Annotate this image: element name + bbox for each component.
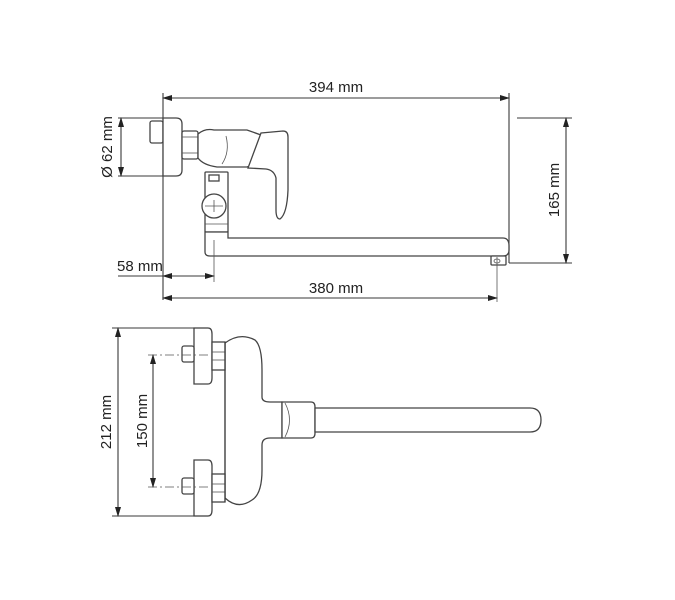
nut-lower [211,473,226,503]
diverter-cap [208,174,220,182]
side-view: 394 mm Ø 62 mm 58 mm 380 mm 165 mm [99,79,572,302]
flange-lower [193,459,213,517]
wall-connector-stub [149,120,164,144]
dim-165-label: 165 mm [546,163,563,217]
inlet-stub-upper [181,345,195,363]
hex-nut [181,130,199,160]
nut-upper [211,341,226,371]
top-view: 212 mm 150 mm [98,327,542,517]
wall-flange [162,117,183,177]
dim-58-label: 58 mm [117,258,163,275]
spout-collar [281,401,316,439]
aerator [490,255,507,266]
spout-side [204,231,510,257]
lever-handle [247,130,289,220]
inlet-stub-lower [181,477,195,495]
dim-394-label: 394 mm [309,79,363,96]
dim-62-label: Ø 62 mm [99,116,116,178]
body-top [224,336,283,506]
spout-top [314,407,542,433]
dim-380-label: 380 mm [309,280,363,297]
flange-upper [193,327,213,385]
dim-150-label: 150 mm [134,394,151,448]
dim-212-label: 212 mm [98,395,115,449]
